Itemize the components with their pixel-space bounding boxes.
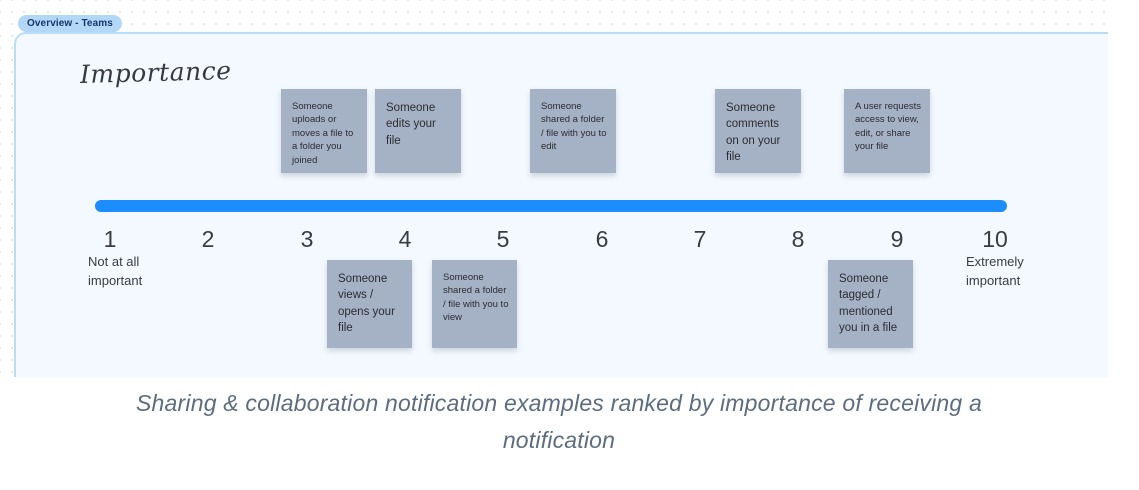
sticky-note: Someone uploads or moves a file to a fol… bbox=[281, 89, 367, 173]
sticky-note: Someone shared a folder / file with you … bbox=[432, 260, 517, 348]
scale-tick-7: 7 bbox=[693, 226, 707, 252]
scale-tick-5: 5 bbox=[496, 226, 510, 252]
sticky-note: Someone views / opens your file bbox=[327, 260, 412, 348]
scale-min-label: Not at all important bbox=[88, 254, 143, 288]
sticky-note: A user requests access to view, edit, or… bbox=[844, 89, 930, 173]
scale-tick-3: 3 bbox=[300, 226, 314, 252]
sticky-note: Someone edits your file bbox=[375, 89, 461, 173]
board-canvas: Overview - Teams bbox=[0, 0, 1110, 377]
scale-tick-4: 4 bbox=[398, 226, 412, 252]
scale-tick-6: 6 bbox=[595, 226, 609, 252]
scale-tick-2: 2 bbox=[201, 226, 215, 252]
scale-tick-8: 8 bbox=[791, 226, 805, 252]
sticky-note: Someone shared a folder / file with you … bbox=[530, 89, 616, 173]
section-tag: Overview - Teams bbox=[18, 15, 122, 32]
sticky-note: Someone tagged / mentioned you in a file bbox=[828, 260, 913, 348]
scale-tick-10: 10 bbox=[982, 226, 1008, 252]
sticky-note: Someone comments on on your file bbox=[715, 89, 801, 173]
importance-title: Importance bbox=[79, 56, 232, 89]
scale-tick-9: 9 bbox=[890, 226, 904, 252]
scale-max-label: Extremely important bbox=[966, 254, 1024, 288]
scale-tick-1: 1 bbox=[103, 226, 117, 252]
figure-caption: Sharing & collaboration notification exa… bbox=[136, 390, 982, 453]
importance-scale-line bbox=[95, 200, 1007, 212]
